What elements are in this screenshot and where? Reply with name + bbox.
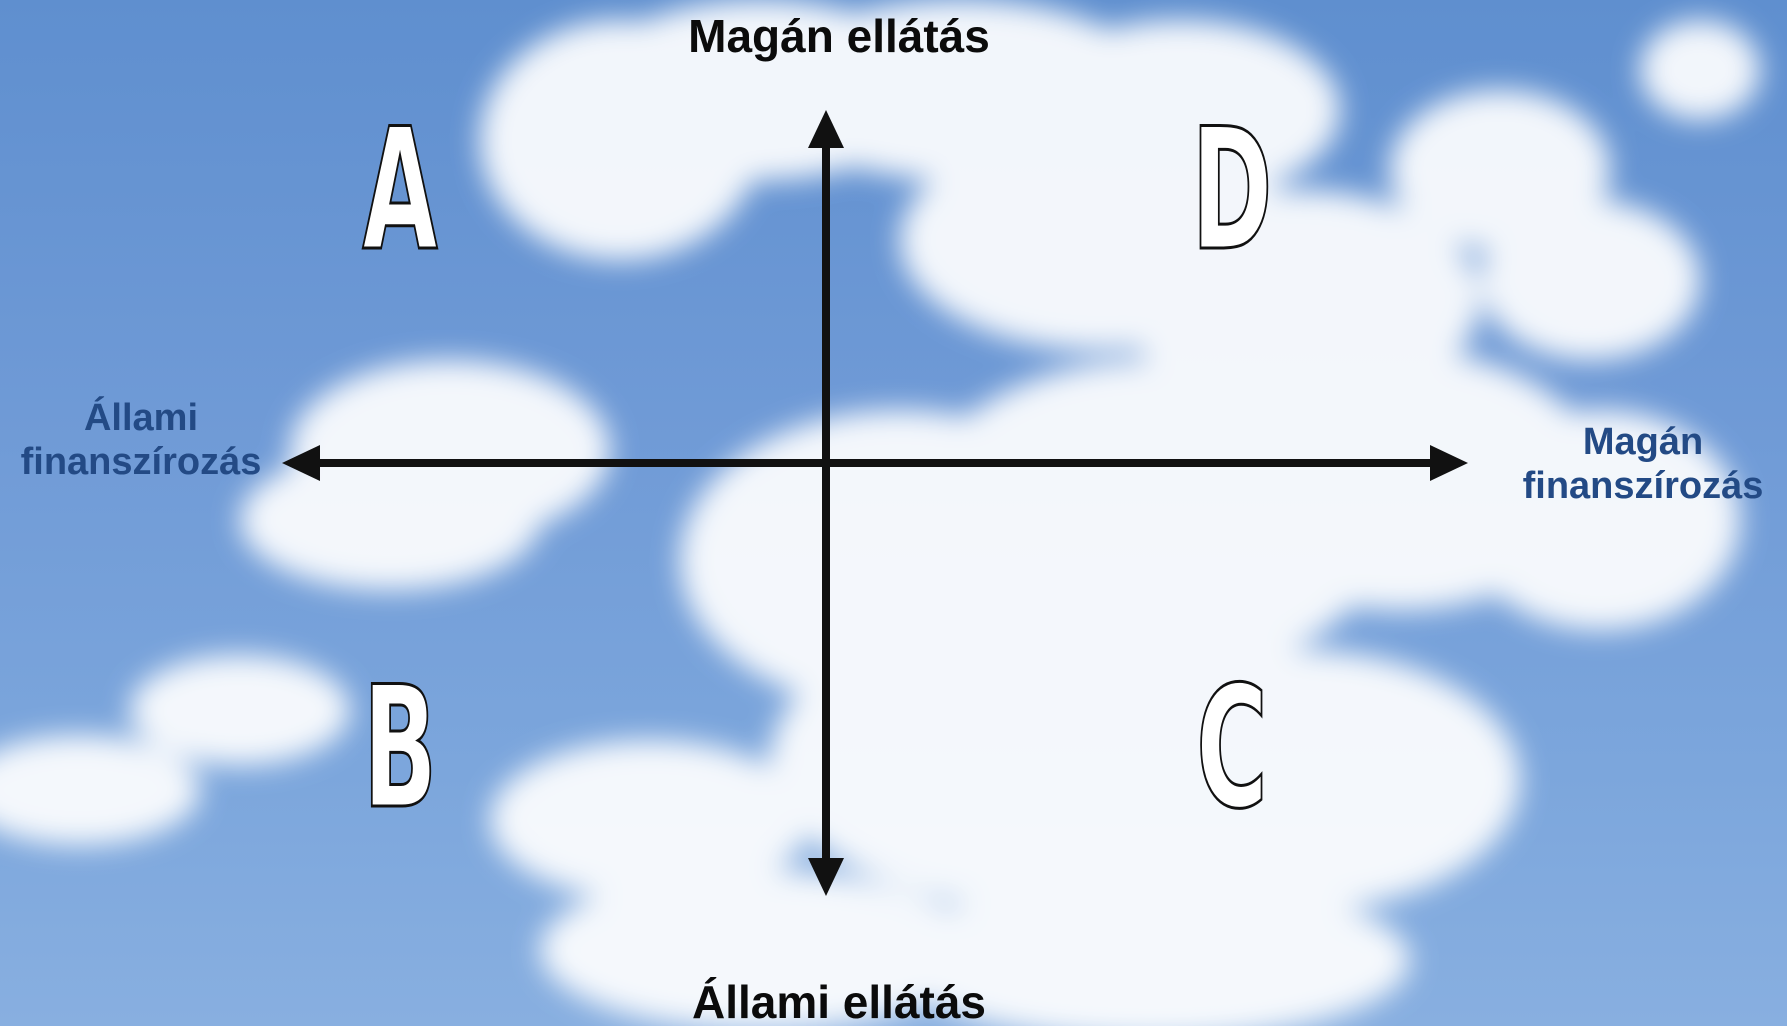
quadrant-b-label: B — [362, 650, 438, 846]
right-label-line-1: Magán — [1582, 421, 1704, 463]
horizontal-axis-left-label: Állami finanszírozás — [0, 396, 282, 485]
quadrant-a-label: A — [361, 92, 438, 288]
vertical-axis-bottom-arrowhead — [808, 858, 844, 896]
vertical-axis-top-arrowhead — [808, 110, 844, 148]
left-label-line-1: Állami — [83, 397, 199, 439]
horizontal-axis-left-arrowhead — [282, 445, 320, 481]
horizontal-axis-right-label: Magán finanszírozás — [1500, 420, 1786, 509]
vertical-axis-top-label: Magán ellátás — [688, 10, 990, 62]
quadrant-c-label: C — [1195, 650, 1268, 846]
horizontal-axis-right-arrowhead — [1430, 445, 1468, 481]
left-label-line-2: finanszírozás — [20, 441, 262, 484]
vertical-axis-bottom-label: Állami ellátás — [691, 976, 987, 1026]
quadrant-d-label: D — [1191, 92, 1274, 288]
right-label-line-2: finanszírozás — [1522, 465, 1764, 508]
